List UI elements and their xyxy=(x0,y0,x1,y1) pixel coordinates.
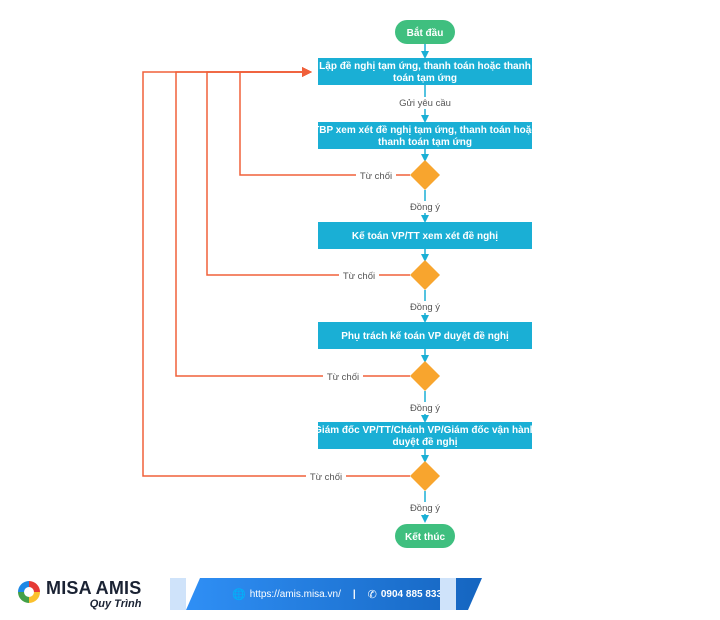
brand-subtitle: Quy Trình xyxy=(89,598,142,610)
step-chief-accountant-approve: Phụ trách kế toán VP duyệt đề nghị xyxy=(318,322,532,349)
step-accountant-review: Kế toán VP/TT xem xét đề nghị xyxy=(318,222,532,249)
edge-label-reject: Từ chối xyxy=(327,372,359,383)
step-label-line: TBP xem xét đề nghị tạm ứng, thanh toán … xyxy=(313,124,537,136)
decision-diamond-2 xyxy=(410,260,440,290)
edge-label-reject: Từ chối xyxy=(360,171,392,182)
edge-label-approve: Đồng ý xyxy=(410,403,440,414)
banner-stripe xyxy=(440,578,456,610)
edge-label-reject: Từ chối xyxy=(343,271,375,282)
edge-label-reject: Từ chối xyxy=(310,472,342,483)
edge-label-send-request: Gửi yêu cầu xyxy=(399,98,451,109)
step-director-approve: Giám đốc VP/TT/Chánh VP/Giám đốc vận hàn… xyxy=(314,422,536,449)
brand-name: MISA AMIS xyxy=(46,578,142,598)
end-label: Kết thúc xyxy=(405,531,445,543)
end-node: Kết thúc xyxy=(395,524,455,548)
contact-banner: 🌐 https://amis.misa.vn/ | ✆ 0904 885 833 xyxy=(186,578,482,610)
reject-line-4 xyxy=(142,67,410,477)
edge-label-approve: Đồng ý xyxy=(410,503,440,514)
misa-logo-icon xyxy=(18,581,40,603)
step-label-line: Lập đề nghị tạm ứng, thanh toán hoặc tha… xyxy=(319,60,531,72)
step-label-line: Giám đốc VP/TT/Chánh VP/Giám đốc vận hàn… xyxy=(314,424,536,436)
decision-diamond-4 xyxy=(410,461,440,491)
decision-diamond-3 xyxy=(410,361,440,391)
step-dept-review: TBP xem xét đề nghị tạm ứng, thanh toán … xyxy=(313,122,537,149)
step-label-line: thanh toán tạm ứng xyxy=(378,137,472,148)
step-label-line: Phụ trách kế toán VP duyệt đề nghị xyxy=(341,330,509,342)
brand: MISA AMIS Quy Trình xyxy=(16,579,141,613)
website-link[interactable]: https://amis.misa.vn/ xyxy=(249,588,341,600)
footer: MISA AMIS Quy Trình 🌐 https://amis.misa.… xyxy=(0,565,720,620)
step-label-line: Kế toán VP/TT xem xét đề nghị xyxy=(352,230,498,242)
start-label: Bắt đầu xyxy=(407,26,444,39)
reject-loops xyxy=(142,67,410,477)
phone-number[interactable]: 0904 885 833 xyxy=(380,588,443,600)
start-node: Bắt đầu xyxy=(395,20,455,44)
step-create-request: Lập đề nghị tạm ứng, thanh toán hoặc tha… xyxy=(318,58,532,85)
step-label-line: toán tạm ứng xyxy=(393,73,457,84)
edge-label-approve: Đồng ý xyxy=(410,302,440,313)
decision-diamond-1 xyxy=(410,160,440,190)
phone-icon: ✆ xyxy=(367,588,377,601)
edge-label-approve: Đồng ý xyxy=(410,202,440,213)
step-label-line: duyệt đề nghị xyxy=(393,436,458,448)
separator: | xyxy=(352,588,356,600)
flowchart: Gửi yêu cầu Từ chối Từ chối Từ chối Từ c… xyxy=(142,20,537,548)
banner-stripe xyxy=(170,578,186,610)
globe-icon: 🌐 xyxy=(232,588,246,601)
